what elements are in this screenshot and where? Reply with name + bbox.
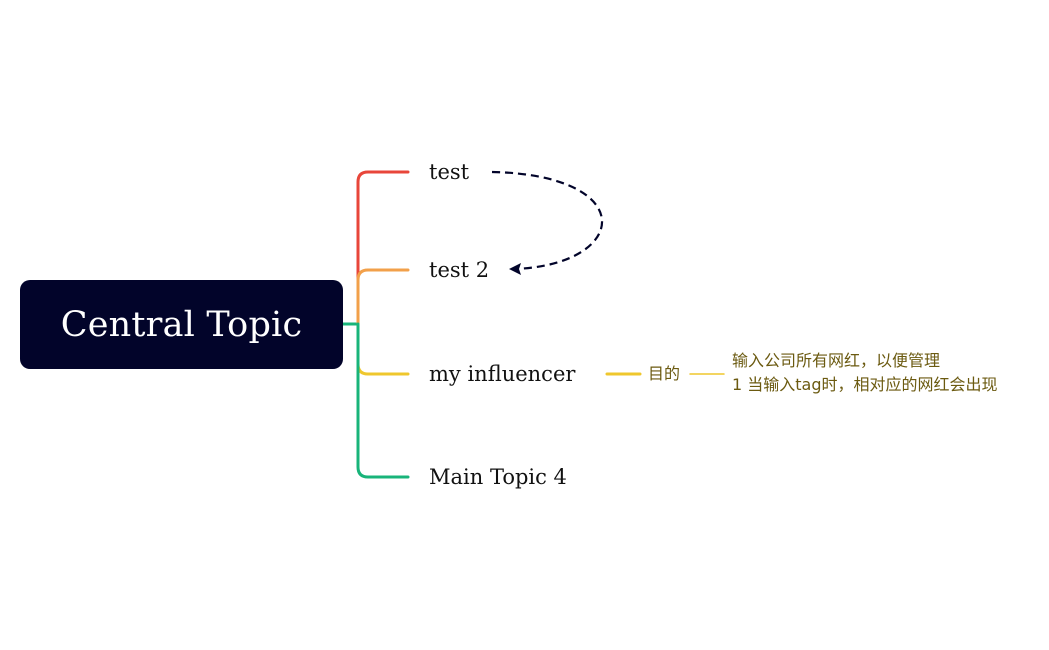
central-topic-label: Central Topic bbox=[60, 304, 303, 345]
branch-line-main-topic-4 bbox=[356, 322, 410, 479]
topic-test[interactable]: test bbox=[429, 160, 470, 184]
note-line-1: 输入公司所有网红，以便管理 bbox=[732, 351, 941, 370]
branch-line-my-influencer bbox=[356, 322, 410, 376]
topic-main-topic-4[interactable]: Main Topic 4 bbox=[429, 465, 567, 489]
note-block[interactable]: 输入公司所有网红，以便管理 1 当输入tag时，相对应的网红会出现 bbox=[732, 349, 998, 397]
note-line-2: 1 当输入tag时，相对应的网红会出现 bbox=[732, 375, 998, 394]
branch-line-test bbox=[356, 170, 410, 326]
relationship-arrow[interactable] bbox=[491, 170, 604, 271]
arrowhead-icon bbox=[509, 263, 521, 275]
subtopic-purpose[interactable]: 目的 bbox=[648, 364, 681, 383]
topic-test-2[interactable]: test 2 bbox=[429, 258, 490, 282]
topic-my-influencer[interactable]: my influencer bbox=[429, 362, 576, 386]
branch-line-test-2 bbox=[356, 268, 410, 326]
central-topic[interactable]: Central Topic bbox=[20, 280, 343, 369]
